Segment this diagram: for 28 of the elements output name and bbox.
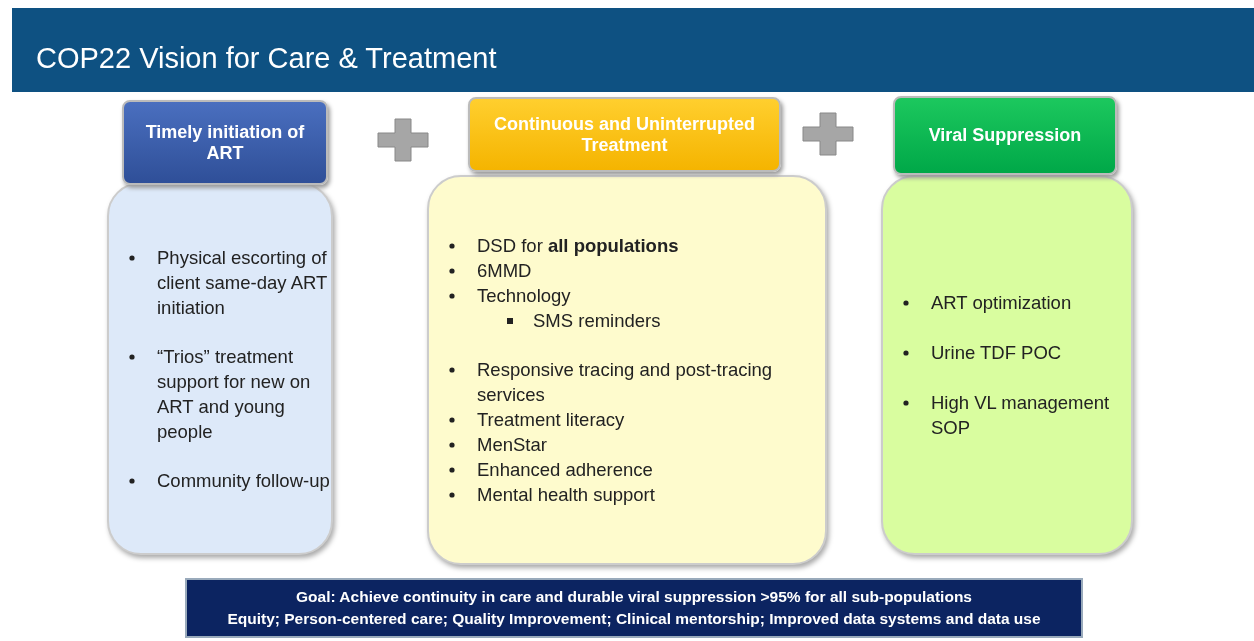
goal-text: Equity; Person-centered care; Quality Improvement; Clinical mentorship; Improved data systems and data use: [226, 609, 1042, 629]
column-header: [468, 97, 781, 172]
bullet-list-panel: [881, 175, 1133, 555]
bullet-item: Technology: [429, 283, 825, 308]
bullet-item: Community follow-up: [109, 467, 331, 493]
header-text: Continuous and Uninterrupted Treatment: [493, 113, 756, 156]
header-text: Viral Suppression: [928, 125, 1082, 146]
bullet-item: “Trios” treatment support for new on ART and young people: [109, 343, 331, 444]
goal-text: Goal: Achieve continuity in care and durable viral suppression >95% for all sub-populations: [295, 587, 973, 607]
column-header: [893, 96, 1117, 175]
bullet-list-panel: [427, 175, 827, 565]
bullet-item: Mental health support: [429, 482, 825, 507]
bullet-item: MenStar: [429, 432, 825, 457]
goal-banner: [185, 578, 1083, 638]
bullet-item: High VL management SOP: [883, 390, 1131, 440]
bullet-item: ART optimization: [883, 290, 1131, 315]
header-text: Timely initiation of ART: [144, 121, 306, 164]
bullet-item: Physical escorting of client same-day ART initiation: [109, 244, 331, 320]
bullet-item: Urine TDF POC: [883, 340, 1131, 365]
bullet-item: DSD for all populations: [429, 233, 825, 258]
bullet-item: Enhanced adherence: [429, 457, 825, 482]
bullet-item: Treatment literacy: [429, 407, 825, 432]
bullet-list-panel: [107, 182, 333, 555]
column-header: [122, 100, 328, 185]
slide-title: COP22 Vision for Care & Treatment: [36, 41, 497, 76]
bullet-item: 6MMD: [429, 258, 825, 283]
bullet-item: SMS reminders: [429, 308, 825, 333]
bullet-item: Responsive tracing and post-tracing services: [429, 357, 825, 407]
